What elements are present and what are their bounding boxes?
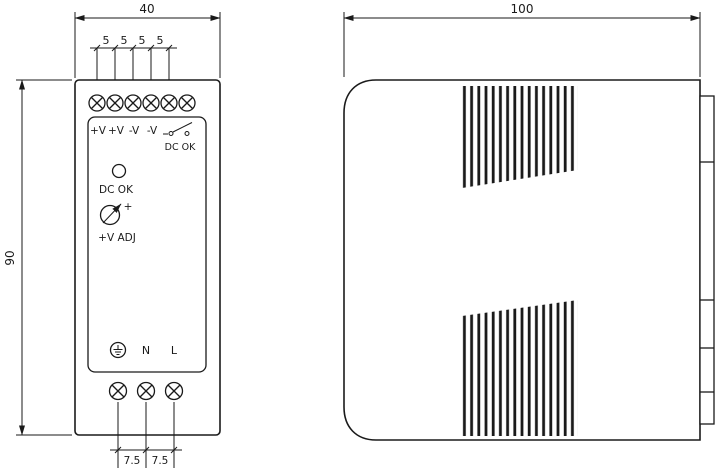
terminal-screw-icon <box>106 94 124 112</box>
terminal-screws-top <box>88 94 196 112</box>
pitch-label-1: 5 <box>103 34 110 47</box>
width-dimension-label: 40 <box>139 2 154 16</box>
dc-ok-led-icon <box>111 163 127 179</box>
terminal-screw-icon <box>124 94 142 112</box>
din-rail-mount <box>699 95 715 425</box>
height-dimension-label: 90 <box>3 250 17 265</box>
terminal-screw-icon <box>136 381 156 401</box>
terminal-screws-bottom <box>108 381 184 401</box>
pitch-label-3: 5 <box>139 34 146 47</box>
pitch-label-2: 5 <box>121 34 128 47</box>
side-body-outline <box>343 79 701 441</box>
terminal-label-4: -V <box>147 125 158 137</box>
terminal-pitch-dimension: 5 5 5 5 <box>90 34 177 91</box>
bottom-pitch-label-1: 7.5 <box>124 455 141 467</box>
relay-label: DC OK <box>165 142 196 153</box>
pitch-label-4: 5 <box>157 34 164 47</box>
bottom-pitch-label-2: 7.5 <box>152 455 169 467</box>
front-panel-outline <box>87 116 207 373</box>
line-label: L <box>171 344 178 357</box>
terminal-screw-icon <box>88 94 106 112</box>
depth-dimension: 100 <box>343 2 701 77</box>
relay-contact-icon <box>163 122 193 136</box>
neutral-label: N <box>142 344 150 357</box>
terminal-label-1: +V <box>90 125 107 137</box>
terminal-label-2: +V <box>108 125 125 137</box>
terminal-screw-icon <box>178 94 196 112</box>
terminal-label-3: -V <box>129 125 140 137</box>
height-dimension: 90 <box>3 79 72 436</box>
terminal-screw-icon <box>164 381 184 401</box>
front-view: 40 5 5 5 5 90 <box>3 2 221 468</box>
side-view: 100 <box>343 2 715 441</box>
width-dimension: 40 <box>74 2 221 78</box>
bottom-pitch-dimension: 7.5 7.5 <box>110 402 182 468</box>
terminal-screw-icon <box>108 381 128 401</box>
vent-slots-top <box>462 86 578 188</box>
adjust-label: +V ADJ <box>98 232 136 244</box>
terminal-screw-icon <box>160 94 178 112</box>
voltage-adjust-icon <box>99 203 122 226</box>
earth-ground-icon <box>109 341 127 359</box>
terminal-screw-icon <box>142 94 160 112</box>
adjust-plus-label: + <box>124 201 133 213</box>
depth-dimension-label: 100 <box>511 2 534 16</box>
vent-slots-bottom <box>462 300 578 436</box>
led-label: DC OK <box>99 184 134 196</box>
